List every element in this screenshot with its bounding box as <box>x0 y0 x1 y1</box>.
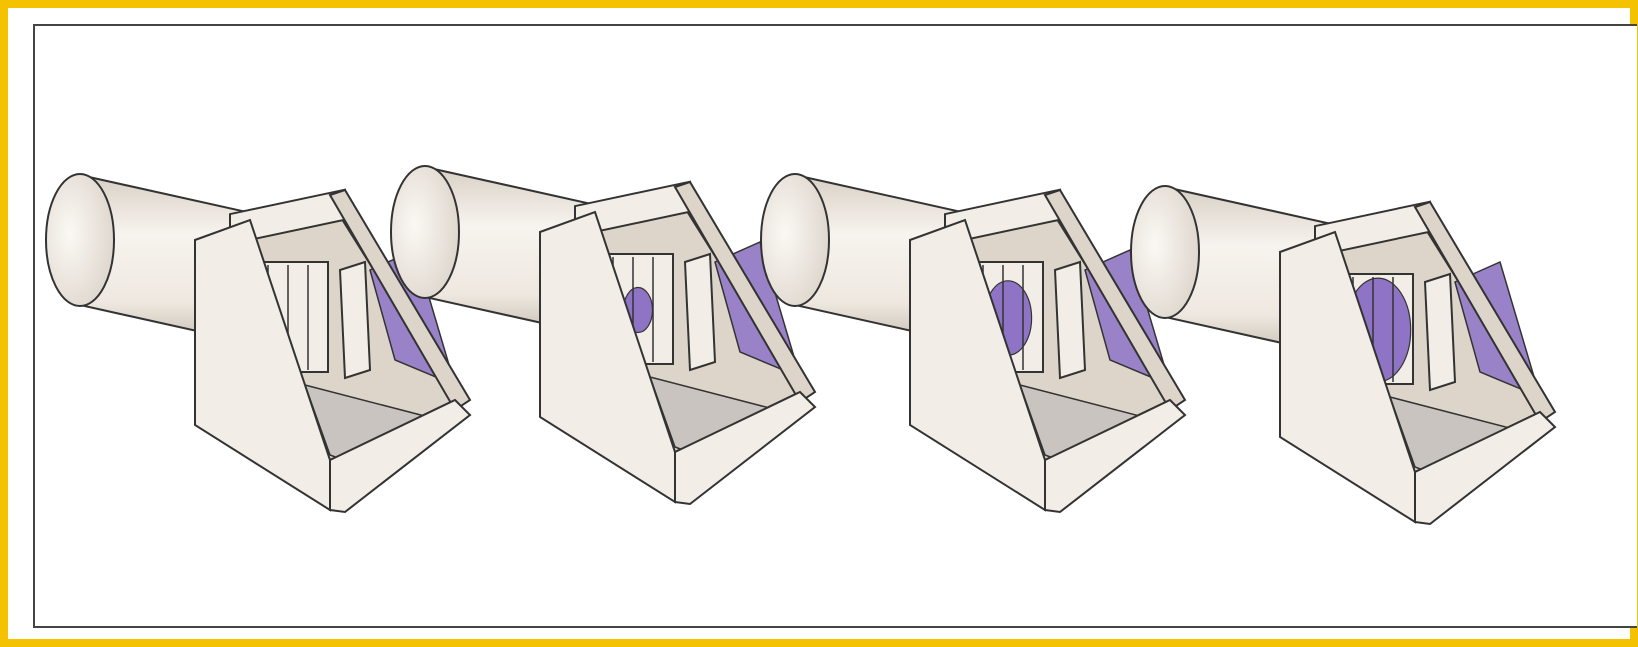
right-post <box>683 252 717 372</box>
side-face-right <box>1413 200 1557 424</box>
pipe-end <box>760 173 830 307</box>
front-lip <box>1044 398 1187 514</box>
front-lip <box>329 398 472 514</box>
right-post <box>1423 272 1457 392</box>
gate-panel-3 <box>760 173 1187 514</box>
side-face-right <box>328 188 472 412</box>
gate-panel-1 <box>45 173 472 514</box>
gate-panel-4 <box>1130 185 1557 526</box>
right-post <box>1053 260 1087 380</box>
side-face-right <box>1043 188 1187 412</box>
front-lip <box>674 390 817 506</box>
pipe-end <box>45 173 115 307</box>
pipe-end <box>1130 185 1200 319</box>
right-post <box>338 260 372 380</box>
front-lip <box>1414 410 1557 526</box>
gate-panel-2 <box>390 165 817 506</box>
side-face-right <box>673 180 817 404</box>
pipe-end <box>390 165 460 299</box>
